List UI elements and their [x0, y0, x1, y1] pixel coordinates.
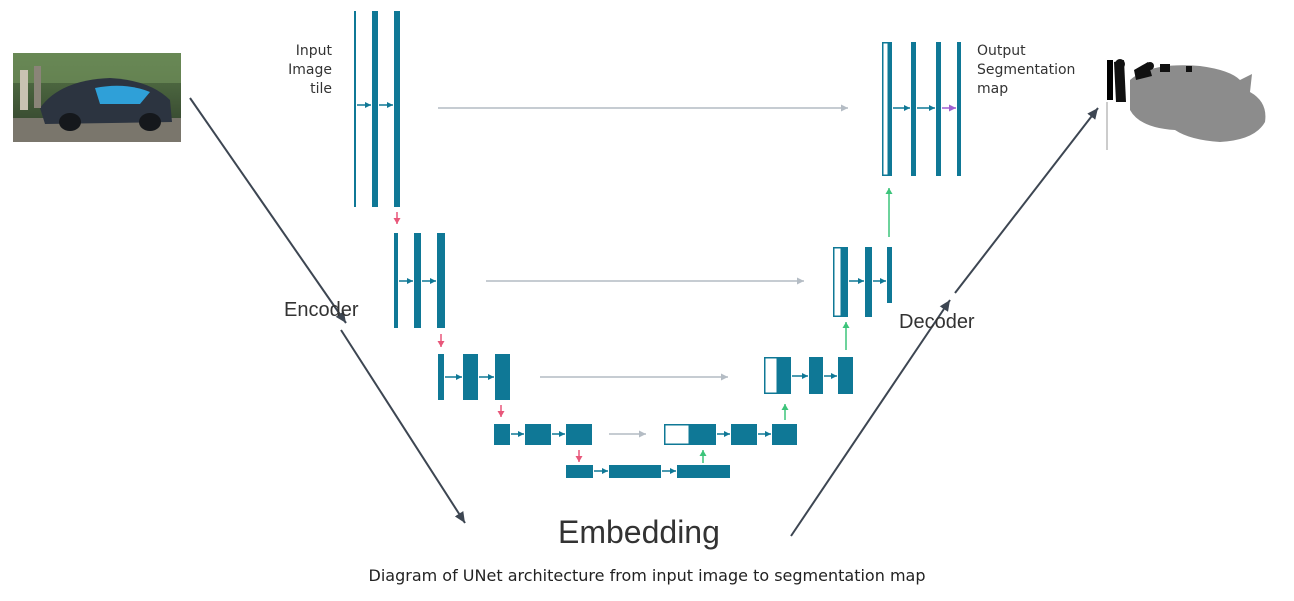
dec2-block-1: [841, 247, 848, 317]
encoder-line-lower: [340, 329, 466, 524]
output-label-line-3: map: [977, 81, 1009, 97]
dec3-skip-block: [764, 357, 778, 394]
enc4-block-3: [566, 424, 592, 445]
decoder-line-upper: [954, 107, 1099, 294]
bottleneck-block-1: [566, 465, 593, 478]
input-label-line-1: Input: [295, 43, 332, 59]
diagram-caption: Diagram of UNet architecture from input …: [368, 566, 926, 585]
dec2-skip-block: [833, 247, 842, 317]
dec2-block-3: [887, 247, 892, 303]
embedding-label: Embedding: [558, 514, 720, 550]
enc4-block-2: [525, 424, 551, 445]
dec4-block-3: [772, 424, 797, 445]
input-label-line-3: tile: [310, 81, 332, 97]
dec1-block-3: [936, 42, 941, 176]
dec2-block-2: [865, 247, 872, 317]
decoder-line-lower: [790, 299, 951, 537]
enc1-bar-2: [372, 11, 378, 207]
enc3-bar-2: [463, 354, 478, 400]
dec4-block-2: [731, 424, 757, 445]
decoder-label: Decoder: [899, 311, 975, 333]
input-label: Input Image tile: [276, 42, 332, 99]
dec1-skip-block: [882, 42, 889, 176]
encoder-line-upper: [189, 97, 347, 324]
dec1-block-4: [957, 42, 961, 176]
enc4-block-1: [494, 424, 510, 445]
dec4-skip-block: [664, 424, 690, 445]
output-label-line-1: Output: [977, 43, 1026, 59]
output-label: Output Segmentation map: [977, 42, 1075, 99]
dec3-block-1: [777, 357, 791, 394]
dec3-block-2: [809, 357, 823, 394]
enc2-bar-2: [414, 233, 421, 328]
dec1-block-1: [889, 42, 892, 176]
bottleneck-block-2: [609, 465, 661, 478]
enc2-bar-1: [394, 233, 398, 328]
input-label-line-2: Image: [288, 62, 332, 78]
dec1-block-2: [911, 42, 916, 176]
enc1-bar-1: [354, 11, 356, 207]
dec3-block-3: [838, 357, 853, 394]
output-label-line-2: Segmentation: [977, 62, 1076, 78]
dec4-block-1: [689, 424, 716, 445]
enc1-bar-3: [394, 11, 400, 207]
encoder-label: Encoder: [284, 299, 359, 321]
enc3-bar-3: [495, 354, 510, 400]
enc2-bar-3: [437, 233, 445, 328]
bottleneck-block-3: [677, 465, 730, 478]
enc3-bar-1: [438, 354, 444, 400]
